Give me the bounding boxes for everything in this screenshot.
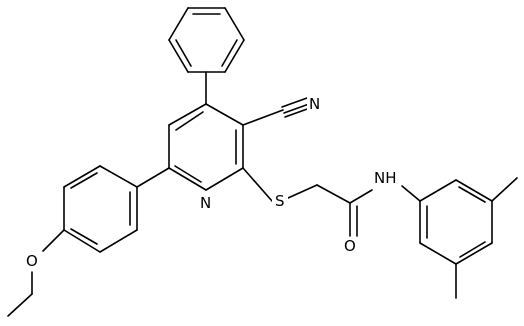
bond	[99, 165, 138, 188]
atom-labels: N N S O NH O	[24, 95, 400, 270]
bond	[136, 167, 170, 188]
nitrile-group	[242, 97, 311, 126]
thioacetamide-chain	[242, 167, 421, 237]
ether-oxygen-label: O	[26, 252, 38, 270]
bond	[63, 229, 101, 253]
aromatic-inner-bond	[175, 111, 204, 131]
aromatic-inner-bond	[70, 172, 98, 189]
label-backdrop	[307, 95, 323, 113]
triple-bond	[281, 97, 308, 108]
dimethylphenyl-ring	[419, 177, 518, 299]
aromatic-inner-bond	[175, 39, 192, 67]
bond	[242, 109, 284, 126]
label-backdrop	[272, 192, 288, 210]
methyl-bond	[491, 177, 518, 202]
label-backdrop	[198, 194, 214, 212]
bond	[349, 189, 373, 204]
bond	[224, 7, 245, 41]
bond	[168, 7, 189, 41]
bond	[205, 103, 244, 126]
bond	[401, 185, 421, 202]
bond	[455, 242, 493, 265]
triple-bond	[283, 103, 310, 114]
label-backdrop	[342, 237, 358, 255]
amide-nh-label: NH	[374, 169, 397, 187]
nitrile-nitrogen-label: N	[309, 95, 320, 113]
sulfur-label: S	[275, 192, 285, 210]
aromatic-inner-bond	[70, 228, 98, 245]
bond	[287, 184, 318, 199]
pyridine-ring	[168, 103, 244, 191]
label-backdrop	[372, 169, 400, 187]
bond	[419, 179, 457, 202]
bond	[168, 103, 207, 126]
bond	[205, 167, 244, 191]
bond	[316, 184, 351, 204]
ethoxyphenyl-ring	[63, 165, 138, 253]
bond	[168, 167, 207, 191]
label-backdrop	[24, 252, 40, 270]
bond	[242, 167, 273, 202]
aromatic-inner-bond	[458, 186, 486, 203]
bond	[7, 293, 33, 317]
triple-bond	[284, 107, 311, 118]
bond	[63, 165, 101, 188]
ethoxy-chain	[7, 229, 65, 317]
bond	[224, 39, 245, 73]
bond	[42, 229, 65, 252]
bond	[419, 242, 457, 265]
aromatic-inner-bond	[459, 241, 486, 258]
phenyl-ring	[168, 7, 245, 73]
carbonyl-oxygen-label: O	[344, 237, 356, 255]
aromatic-inner-bond	[221, 39, 238, 67]
bond	[168, 39, 189, 73]
pyridine-nitrogen-label: N	[200, 194, 211, 212]
bond	[99, 229, 138, 253]
aromatic-inner-bond	[174, 165, 202, 183]
bond	[455, 179, 493, 202]
